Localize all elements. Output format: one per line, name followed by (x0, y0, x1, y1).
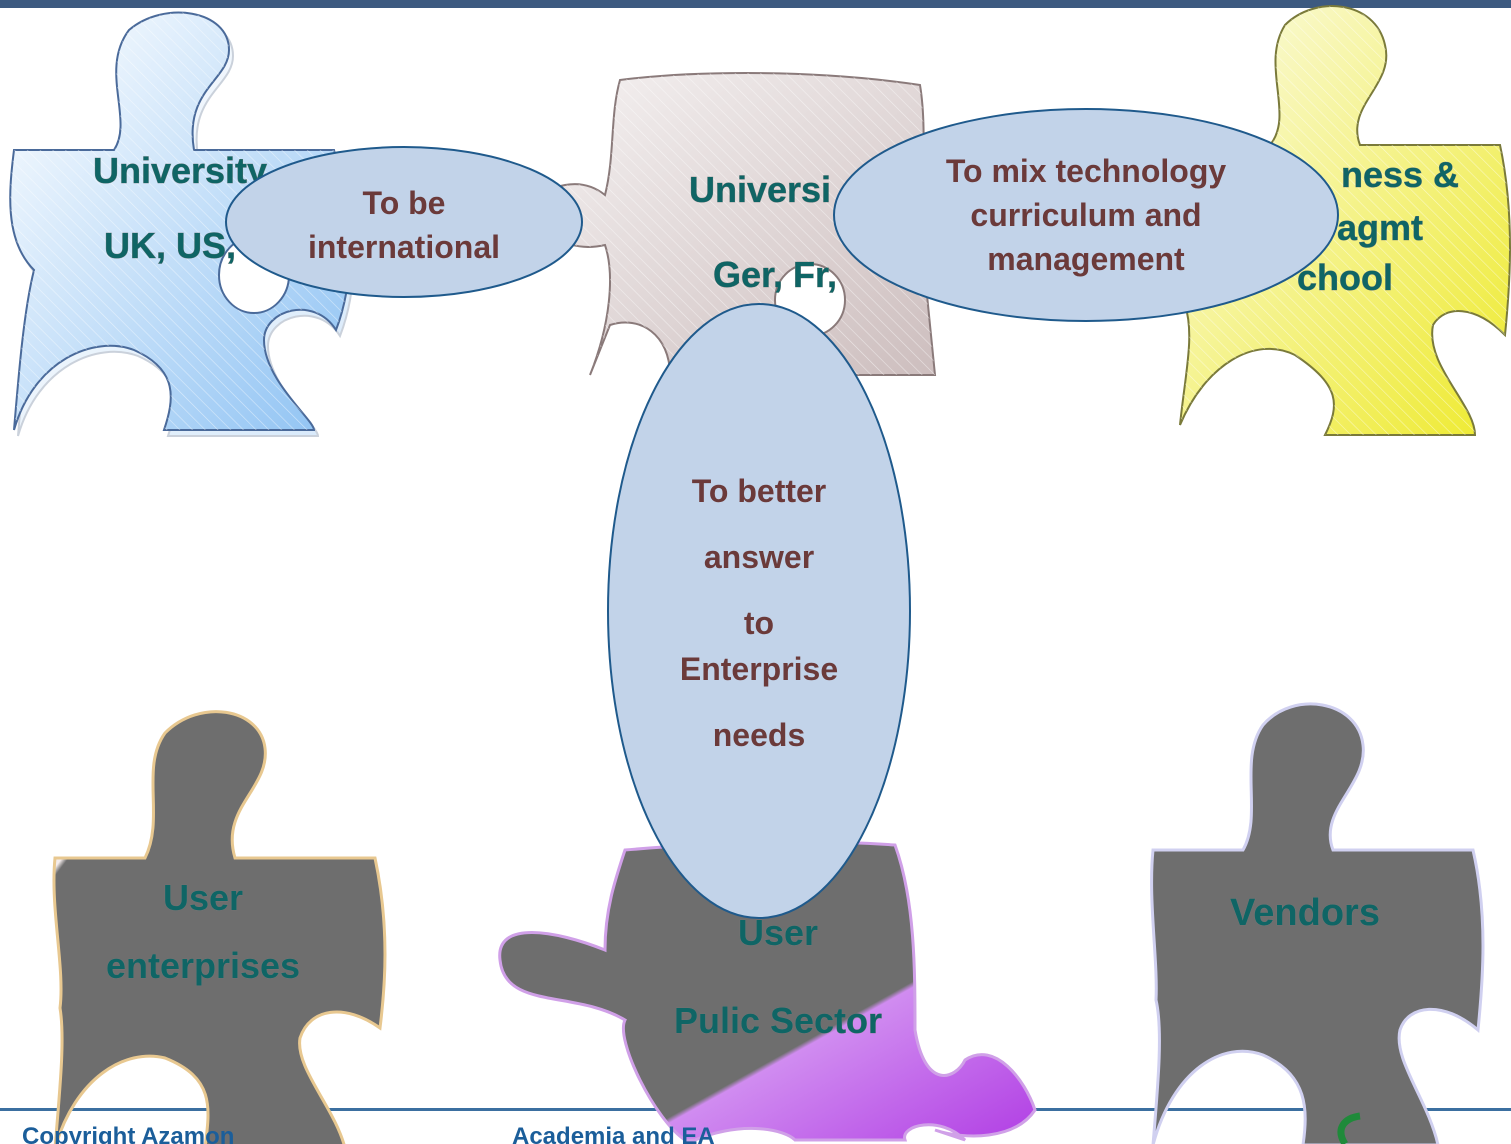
bubble-mix-line3: management (987, 241, 1185, 277)
bubble-mix-line2: curriculum and (970, 197, 1201, 233)
piece-university-uk (9, 11, 355, 437)
bubble-enterprise-line3: to (744, 605, 774, 641)
piece-user-enterprises-line1: User (163, 877, 243, 918)
piece-business-school-line3: chool (1297, 257, 1393, 298)
piece-university-uk-line1: University (93, 150, 267, 191)
bubble-enterprise-line5: needs (713, 717, 805, 753)
piece-user-public-line2: Pulic Sector (674, 1000, 882, 1041)
bubble-international: To be international (225, 146, 583, 298)
top-bar (0, 0, 1511, 8)
bubble-enterprise-line4: Enterprise (680, 651, 838, 687)
footer-copyright: Copyright Azamon (22, 1123, 234, 1144)
bubble-mix: To mix technology curriculum and managem… (833, 108, 1339, 322)
piece-business-school-line1: ness & (1341, 154, 1459, 195)
piece-user-public (498, 840, 1037, 1142)
piece-vendors (1150, 702, 1485, 1144)
bubble-international-line1: To be (363, 185, 446, 221)
piece-vendors-line1: Vendors (1230, 892, 1380, 934)
piece-user-enterprises (52, 710, 387, 1144)
bubble-enterprise: To better answer to Enterprise needs (607, 303, 911, 919)
bubble-enterprise-line2: answer (704, 539, 814, 575)
piece-user-public-line1: User (738, 912, 818, 953)
footer-title: Academia and EA (512, 1123, 715, 1144)
bubble-enterprise-line1: To better (692, 473, 827, 509)
piece-user-enterprises-line2: enterprises (106, 945, 300, 986)
piece-university-ger-line1: Universi (689, 169, 831, 210)
footer-logo-icon (1337, 1112, 1361, 1144)
piece-university-ger-line2: Ger, Fr, (713, 254, 837, 295)
bubble-international-line2: international (308, 229, 500, 265)
piece-business-school-line2: agmt (1337, 207, 1423, 248)
bubble-mix-line1: To mix technology (946, 153, 1227, 189)
